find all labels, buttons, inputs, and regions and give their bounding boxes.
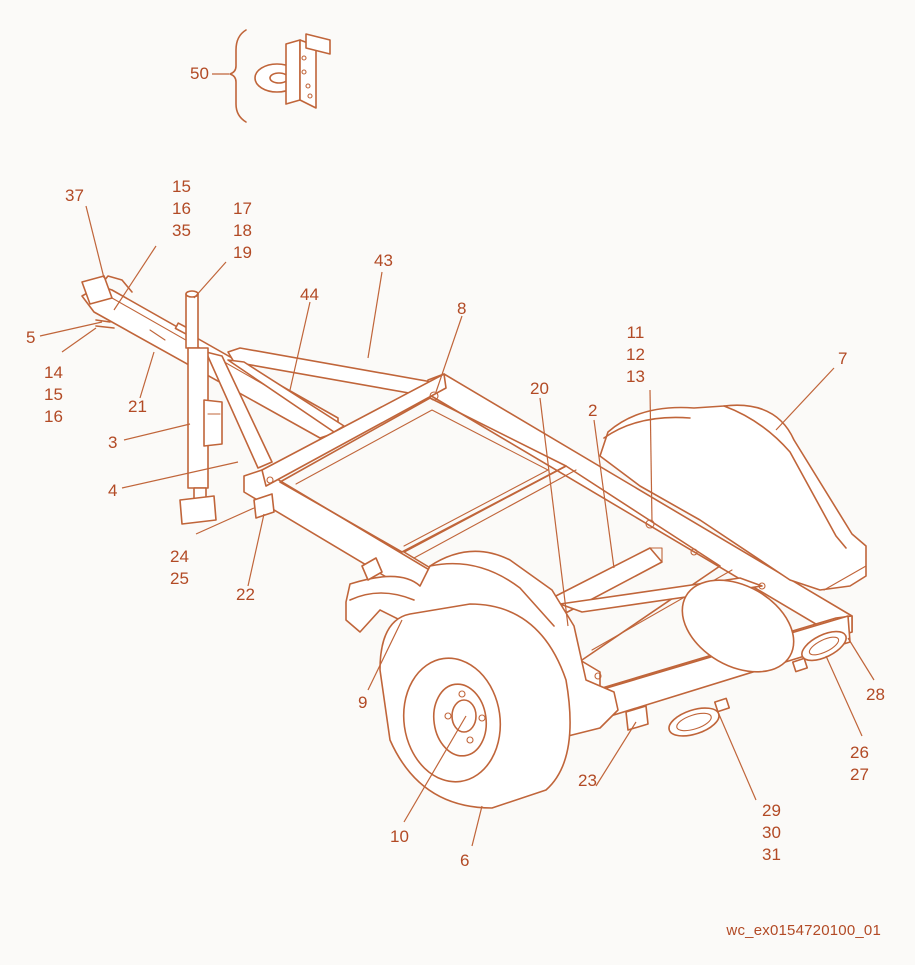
right-fender [599, 404, 867, 591]
callout-5: 5 [26, 328, 36, 347]
jack [179, 290, 223, 525]
callout-44: 44 [300, 285, 319, 304]
leader-lines [39, 205, 875, 847]
callout-37: 37 [65, 186, 84, 205]
callout-8: 8 [457, 299, 467, 318]
callout-43: 43 [374, 251, 393, 270]
callout-22: 22 [236, 585, 255, 604]
hitch-detail-50 [212, 29, 331, 123]
callout-21: 21 [128, 397, 147, 416]
callout-20: 20 [530, 379, 549, 398]
callout-3: 3 [108, 433, 118, 452]
callout-23: 23 [578, 771, 597, 790]
callout-50: 50 [190, 64, 209, 83]
callout-9: 9 [358, 693, 368, 712]
callout-7: 7 [838, 349, 848, 368]
callout-28: 28 [866, 685, 885, 704]
callout-10: 10 [390, 827, 409, 846]
callout-26-27: 26 27 [850, 743, 869, 784]
callout-4: 4 [108, 481, 118, 500]
callout-11-12-13: 11 12 13 [626, 323, 645, 386]
figure-id-label: wc_ex0154720100_01 [726, 922, 881, 939]
callout-24-25: 24 25 [170, 547, 189, 588]
callout-6: 6 [460, 851, 470, 870]
rear-lights [253, 493, 847, 737]
tongue-arms [205, 347, 437, 469]
rear-right-wheel [681, 579, 795, 673]
callout-15-16-35: 15 16 35 [172, 177, 191, 240]
callout-14-15-16: 14 15 16 [44, 363, 63, 426]
callout-17-18-19: 17 18 19 [233, 199, 252, 262]
front-left-wheel [379, 603, 571, 809]
callout-29-30-31: 29 30 31 [762, 801, 781, 864]
callout-2: 2 [588, 401, 598, 420]
